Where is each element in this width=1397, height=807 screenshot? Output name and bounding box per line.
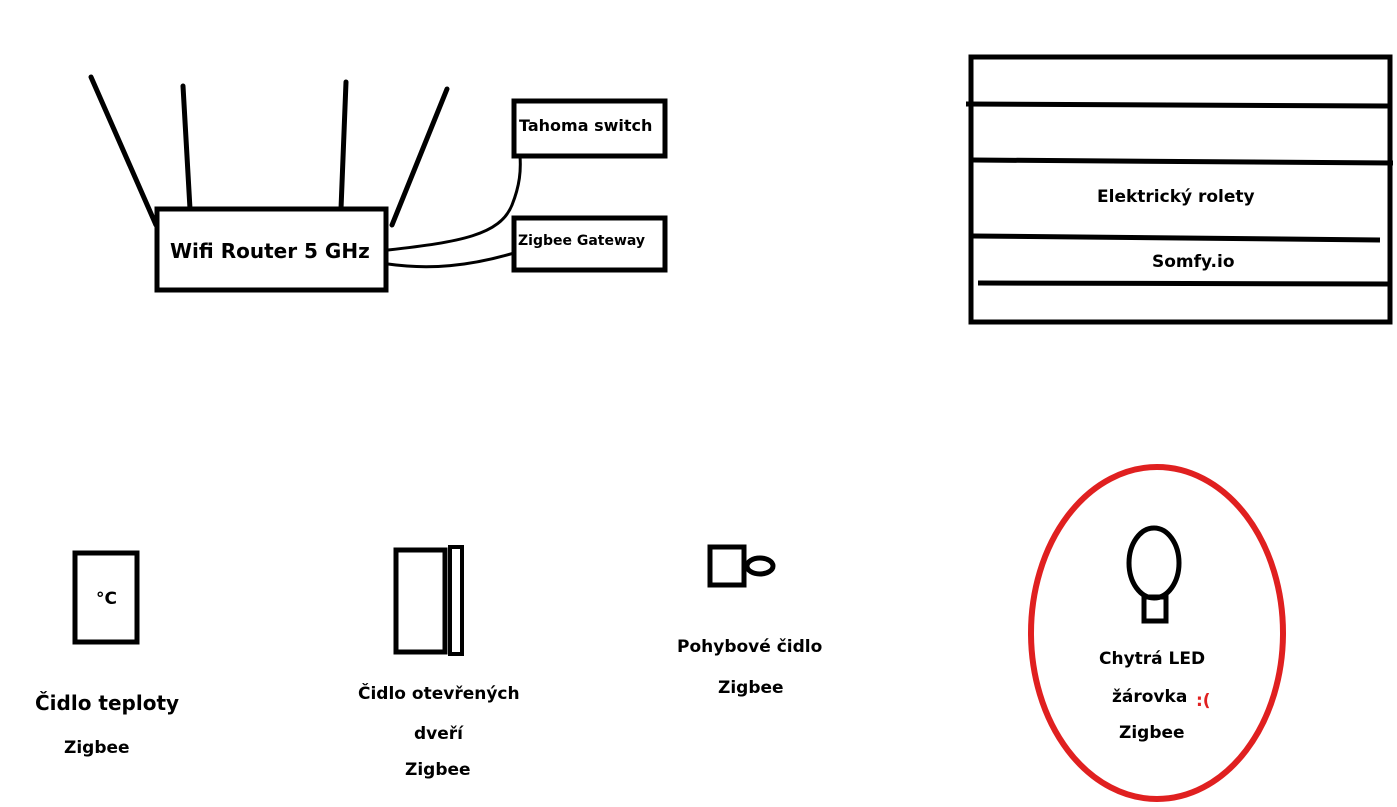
led-bulb-protocol: Zigbee (1119, 723, 1185, 743)
cable-router-tahoma (387, 155, 522, 252)
led-bulb-highlight-ellipse (1028, 464, 1286, 802)
blinds-slat-3 (972, 233, 1381, 243)
antenna-1 (88, 74, 159, 228)
temp-sensor-icon (72, 550, 140, 645)
blinds-slat-4 (977, 280, 1391, 287)
door-sensor-protocol: Zigbee (405, 760, 471, 780)
router-label: Wifi Router 5 GHz (170, 239, 370, 263)
cable-router-gateway (387, 251, 515, 269)
antenna-3 (338, 79, 349, 212)
antenna-2 (180, 83, 193, 212)
zigbee-gateway-label: Zigbee Gateway (518, 233, 646, 249)
motion-sensor-icon (707, 544, 776, 588)
door-sensor-name-2: dveří (414, 724, 463, 744)
bulb-icon (1126, 525, 1182, 624)
motion-sensor-protocol: Zigbee (718, 678, 784, 698)
blinds-drawing (965, 54, 1394, 325)
router-box (154, 206, 389, 293)
blinds-frame (968, 54, 1393, 325)
temp-sensor-protocol: Zigbee (64, 738, 130, 758)
motion-sensor-name: Pohybové čidlo (677, 637, 823, 657)
led-bulb-name-1: Chytrá LED (1099, 649, 1206, 669)
zigbee-gateway-box (511, 215, 668, 273)
led-bulb-name-2: žárovka (1112, 687, 1188, 707)
antenna-4 (389, 86, 450, 228)
door-sensor-icon (393, 545, 464, 656)
blinds-label: Elektrický rolety (1097, 187, 1255, 207)
blinds-slat-1 (965, 101, 1389, 109)
temp-sensor-name: Čidlo teploty (35, 691, 180, 715)
blinds-slat-2 (972, 157, 1394, 166)
tahoma-label: Tahoma switch (519, 116, 653, 135)
temp-sensor-unit: °C (96, 589, 117, 609)
tahoma-box (511, 98, 668, 159)
door-sensor-name-1: Čidlo otevřených (358, 684, 520, 704)
blinds-brand-label: Somfy.io (1152, 252, 1235, 272)
sad-emoticon: :( (1196, 691, 1211, 711)
router-antennas (88, 74, 450, 228)
